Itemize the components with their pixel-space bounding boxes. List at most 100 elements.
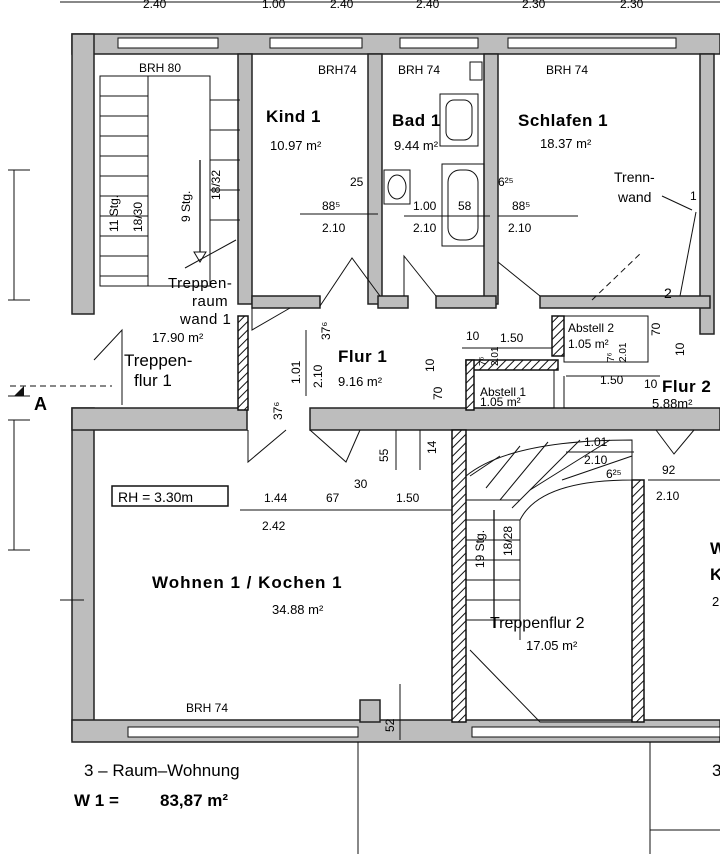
stairs-ratio-3: 18/28 — [501, 526, 515, 556]
dim: 1.01 — [289, 360, 303, 384]
dim: 37⁶ — [319, 322, 333, 340]
brh-treppenraum: BRH 80 — [139, 61, 181, 75]
bad-door — [403, 254, 437, 297]
room-label-schlafen: Schlafen 1 — [518, 111, 608, 130]
room-label-cut: W — [710, 539, 720, 558]
room-area-flur1: 9.16 m² — [338, 374, 383, 389]
section-label: A — [34, 394, 47, 414]
treppenflur1-door — [93, 328, 123, 405]
top-dim: 2.30 — [620, 0, 644, 11]
dim: 7⁶ — [478, 356, 489, 366]
dim: 55 — [377, 448, 391, 462]
room-area-wohnen: 34.88 m² — [272, 602, 324, 617]
dim: 6²⁵ — [498, 175, 514, 189]
room-label-wohnen: Wohnen 1 / Kochen 1 — [152, 573, 343, 592]
dim: 1.50 — [600, 373, 624, 387]
dim: 10 — [466, 329, 480, 343]
dim: 70 — [431, 386, 445, 400]
stairs-count-3: 19 Stg. — [473, 530, 487, 568]
staircase-left — [99, 75, 240, 287]
abstell2-door — [563, 376, 610, 409]
dim: 30 — [354, 477, 368, 491]
room-area-schlafen: 18.37 m² — [540, 136, 592, 151]
top-dim: 2.30 — [522, 0, 546, 11]
dim: 1.00 — [413, 199, 437, 213]
dim: 58 — [458, 199, 472, 213]
dim: 2.10 — [656, 489, 680, 503]
dim: 14 — [425, 440, 439, 454]
dim: 1.50 — [396, 491, 420, 505]
room-label-abstell2: Abstell 2 — [568, 321, 614, 335]
top-dim: 2.40 — [416, 0, 440, 11]
room-label: raum — [192, 293, 228, 310]
windows-top — [117, 37, 677, 49]
brh-schlafen: BRH 74 — [546, 63, 588, 77]
windows-bottom — [127, 726, 720, 738]
dim: 37⁶ — [271, 402, 285, 420]
room-area-abstell2: 1.05 m² — [568, 337, 609, 351]
apartment-area-label: W 1 = — [74, 791, 119, 810]
dim: 7⁶ — [606, 352, 617, 362]
top-dim: 1.00 — [262, 0, 286, 11]
dim: 88⁵ — [512, 199, 530, 213]
room-label-bad: Bad 1 — [392, 111, 441, 130]
dim: 6²⁵ — [606, 467, 622, 481]
apartment-area-value: 83,87 m² — [160, 791, 228, 810]
room-label: Treppen- — [124, 351, 192, 370]
dim: 1.01 — [584, 435, 608, 449]
room-label: flur 1 — [134, 371, 172, 390]
room-area: 17.90 m² — [152, 330, 204, 345]
dim: 1.50 — [500, 331, 524, 345]
room-label-kind: Kind 1 — [266, 107, 321, 126]
brh-wohnen: BRH 74 — [186, 701, 228, 715]
dim: 2.10 — [311, 364, 325, 388]
dim: 2.10 — [322, 221, 346, 235]
dim: 10 — [673, 342, 687, 356]
marker: 2 — [664, 285, 672, 301]
flur1-doors — [247, 307, 361, 464]
dim: 2.42 — [262, 519, 286, 533]
room-area-abstell1: 1.05 m² — [480, 395, 521, 409]
brh-bad: BRH 74 — [398, 63, 440, 77]
top-dim: 2.40 — [143, 0, 167, 11]
room-label-flur1: Flur 1 — [338, 347, 387, 366]
interior-walls — [237, 53, 715, 723]
brh-kind: BRH74 — [318, 63, 357, 77]
dim: 2.01 — [618, 342, 629, 362]
trennwand-label: Trenn- — [614, 169, 655, 185]
flur2-door — [655, 429, 695, 455]
stairs-ratio-1: 18/30 — [131, 202, 145, 232]
room-label-cut: K — [710, 565, 720, 584]
dim: 52 — [383, 718, 397, 732]
bathroom-fixtures — [383, 61, 485, 247]
room-label-abstell1: Abstell 1 — [480, 385, 526, 399]
room-area-cut: 2 — [712, 594, 719, 609]
room-area-kind: 10.97 m² — [270, 138, 322, 153]
dim: 2.10 — [413, 221, 437, 235]
top-dim: 2.40 — [330, 0, 354, 11]
top-dimension-strip: 2.40 1.00 2.40 2.40 2.30 2.30 — [60, 0, 720, 11]
trennwand-label: wand — [617, 189, 651, 205]
dim: 70 — [649, 322, 663, 336]
stairs-count-2: 9 Stg. — [179, 191, 193, 222]
stairs-ratio-2: 18/32 — [209, 170, 223, 200]
caption-cut: 3 — [712, 761, 720, 780]
section-marker — [8, 169, 112, 601]
apartment-type: 3 – Raum–Wohnung — [84, 761, 240, 780]
room-label-treppenflur2: Treppenflur 2 — [490, 615, 585, 632]
dim: 92 — [662, 463, 676, 477]
room-area-flur2: 5.88m² — [652, 396, 693, 411]
staircase-right — [465, 439, 633, 723]
dim: 10 — [423, 358, 437, 372]
dim: 25 — [350, 175, 364, 189]
room-height: RH = 3.30m — [118, 489, 193, 505]
room-label-flur2: Flur 2 — [662, 377, 711, 396]
room-label: Treppen- — [168, 275, 232, 292]
schlafen-door — [497, 260, 541, 297]
dim: 67 — [326, 491, 340, 505]
stairs-count-1: 11 Stg. — [107, 195, 121, 232]
room-area-treppenflur2: 17.05 m² — [526, 638, 578, 653]
dim: 2.10 — [508, 221, 532, 235]
room-label: wand 1 — [179, 311, 231, 328]
